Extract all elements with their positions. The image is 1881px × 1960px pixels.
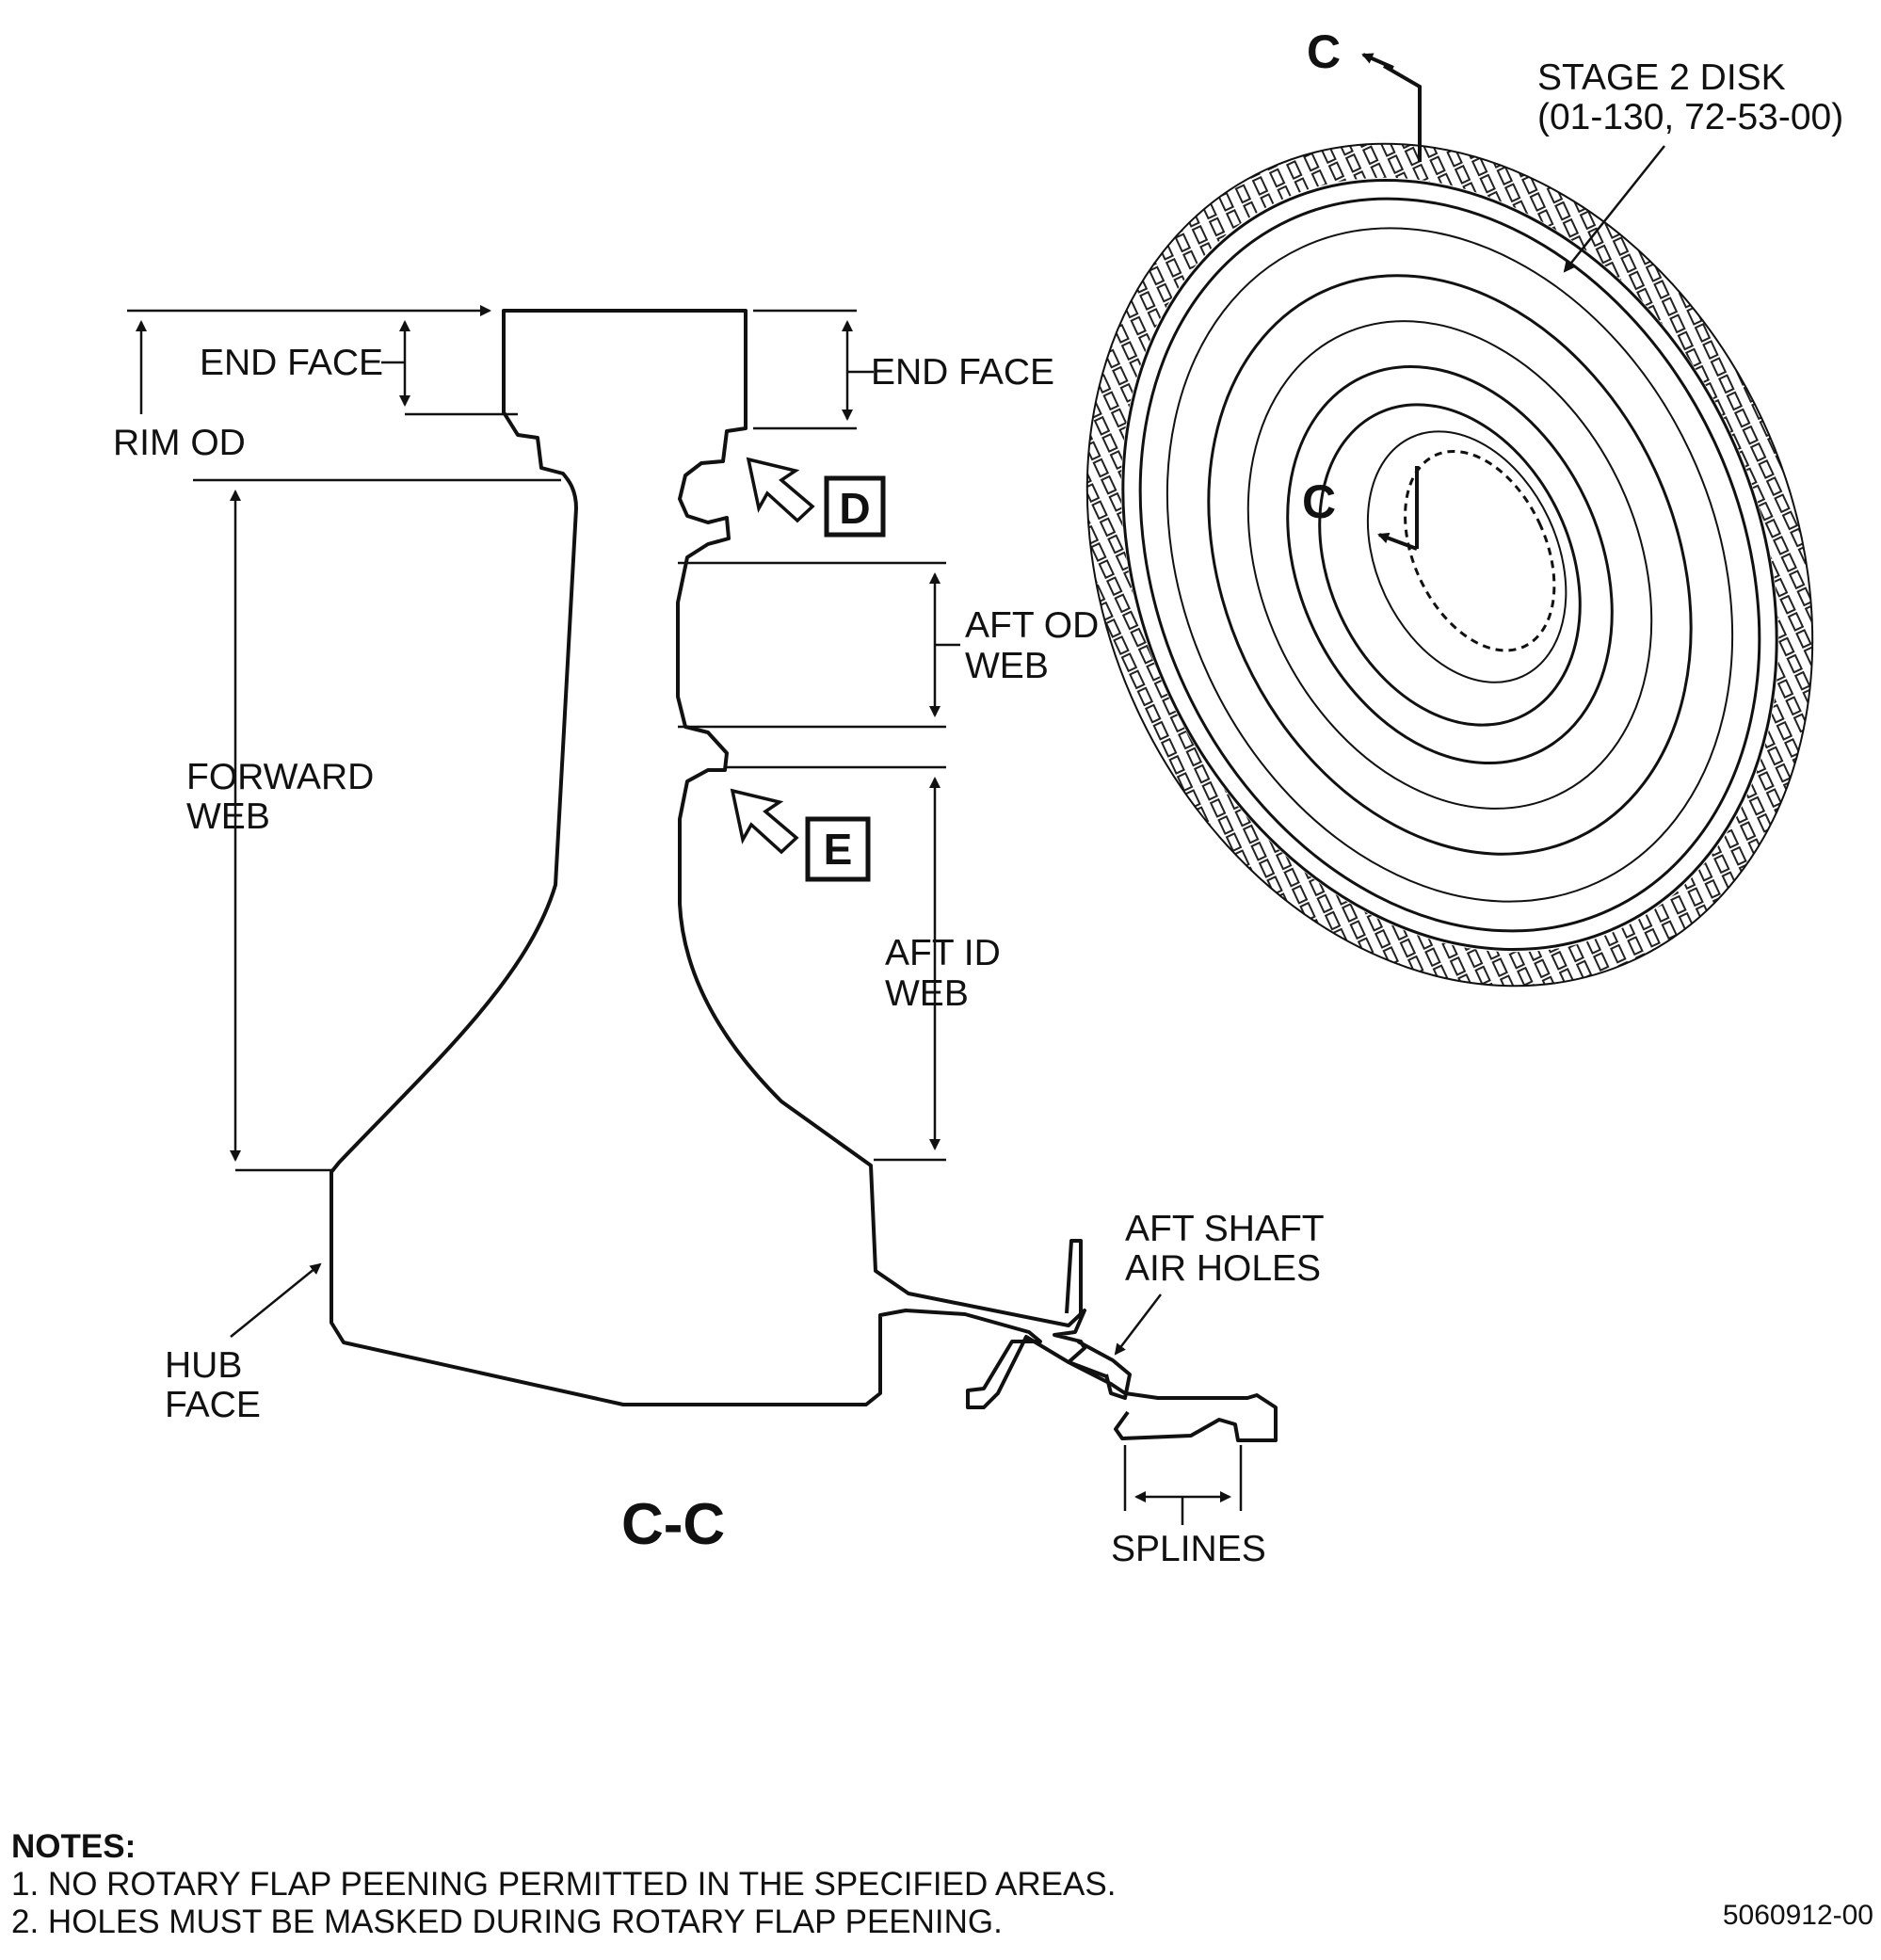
aft-od-web-label-line1: AFT OD [965, 605, 1099, 646]
aft-shaft-air-holes-label-line2: AIR HOLES [1125, 1248, 1321, 1289]
view-marker-e: E [805, 816, 871, 882]
cross-section-profile [330, 309, 1278, 1442]
figure-number: 5060912-00 [1722, 1900, 1873, 1931]
view-marker-d: D [824, 475, 886, 538]
section-title: C-C [621, 1492, 725, 1557]
view-arrow-e [730, 788, 799, 855]
aft-id-web-label-line2: WEB [885, 973, 969, 1014]
forward-web-label-line1: FORWARD [186, 757, 374, 797]
disk-label-line2: (01-130, 72-53-00) [1537, 97, 1843, 137]
aft-shaft-air-holes-label-line1: AFT SHAFT [1125, 1209, 1325, 1249]
view-arrow-d [746, 457, 815, 523]
notes-title: NOTES: [11, 1828, 137, 1865]
hub-face-label-line1: HUB [165, 1345, 242, 1386]
stage-2-disk-illustration [1085, 53, 1814, 988]
section-marker-c-top: C [1307, 25, 1341, 78]
end-face-left-label: END FACE [200, 343, 383, 383]
aft-od-web-label-line2: WEB [965, 646, 1049, 686]
forward-web-label-line2: WEB [186, 796, 270, 837]
splines-label: SPLINES [1111, 1529, 1266, 1569]
section-marker-top: C [1307, 25, 1341, 78]
rim-od-label: RIM OD [113, 423, 246, 463]
disk-label-line1: STAGE 2 DISK [1537, 57, 1786, 98]
section-marker-center: C [1302, 475, 1336, 528]
dimension-lines [127, 305, 1243, 1525]
view-marker-d-letter: D [839, 484, 870, 533]
notes-block: NOTES: 1. NO ROTARY FLAP PEENING PERMITT… [11, 1828, 1116, 1941]
note-2: 2. HOLES MUST BE MASKED DURING ROTARY FL… [11, 1904, 1003, 1940]
aft-id-web-label-line1: AFT ID [885, 933, 1001, 973]
view-marker-e-letter: E [824, 825, 853, 874]
section-marker-c-center: C [1302, 475, 1336, 528]
note-1: 1. NO ROTARY FLAP PEENING PERMITTED IN T… [11, 1866, 1117, 1903]
hub-face-label-line2: FACE [165, 1385, 261, 1425]
end-face-right-label: END FACE [871, 352, 1054, 393]
